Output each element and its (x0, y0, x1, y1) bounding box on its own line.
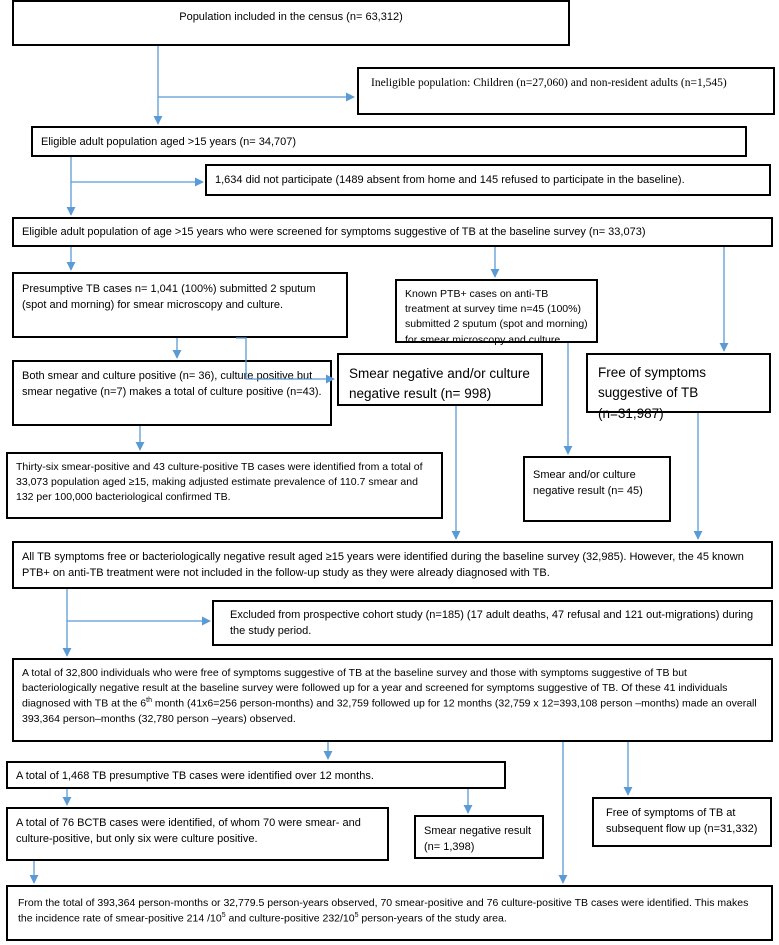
known-negative-box: Smear and/or culture negative result (n=… (523, 456, 671, 522)
ineligible-box: Ineligible population: Children (n=27,06… (357, 67, 775, 115)
free-symptoms-text: Free of symptoms suggestive of TB (n=31,… (598, 365, 707, 421)
bctb-text: A total of 76 BCTB cases were identified… (16, 817, 361, 845)
presumptive-12-box: A total of 1,468 TB presumptive TB cases… (6, 761, 506, 789)
excluded-text: Excluded from prospective cohort study (… (230, 609, 754, 637)
ineligible-text: Ineligible population: Children (n=27,06… (371, 77, 727, 89)
bctb-box: A total of 76 BCTB cases were identified… (6, 807, 389, 861)
incidence-text: From the total of 393,364 person-months … (18, 897, 749, 925)
nonparticipants-text: 1,634 did not participate (1489 absent f… (215, 174, 685, 186)
presumptive-text: Presumptive TB cases n= 1,041 (100%) sub… (22, 283, 316, 311)
followup-box: A total of 32,800 individuals who were f… (12, 658, 773, 742)
smear-neg-followup-text: Smear negative result (n= 1,398) (424, 825, 531, 853)
free-followup-box: Free of symptoms of TB at subsequent flo… (592, 797, 772, 847)
eligible-box: Eligible adult population aged >15 years… (31, 126, 747, 157)
census-box: Population included in the census (n= 63… (12, 0, 570, 46)
eligible-text: Eligible adult population aged >15 years… (41, 136, 297, 148)
screened-text: Eligible adult population of age >15 yea… (22, 226, 646, 238)
smear-neg-followup-box: Smear negative result (n= 1,398) (414, 815, 544, 859)
all-free-box: All TB symptoms free or bacteriologicall… (12, 541, 773, 589)
presumptive-box: Presumptive TB cases n= 1,041 (100%) sub… (12, 272, 348, 338)
prevalence-text: Thirty-six smear-positive and 43 culture… (16, 461, 423, 504)
known-ptb-text: Known PTB+ cases on anti-TB treatment at… (405, 288, 588, 346)
census-text: Population included in the census (n= 63… (179, 11, 403, 23)
free-followup-text: Free of symptoms of TB at subsequent flo… (606, 807, 758, 835)
incidence-box: From the total of 393,364 person-months … (6, 885, 773, 941)
free-symptoms-box: Free of symptoms suggestive of TB (n=31,… (586, 353, 771, 421)
known-ptb-box: Known PTB+ cases on anti-TB treatment at… (395, 279, 598, 346)
all-free-text: All TB symptoms free or bacteriologicall… (22, 551, 744, 579)
culture-positive-text: Both smear and culture positive (n= 36),… (22, 370, 322, 398)
known-negative-text: Smear and/or culture negative result (n=… (533, 469, 643, 497)
prevalence-box: Thirty-six smear-positive and 43 culture… (6, 452, 443, 519)
followup-text: A total of 32,800 individuals who were f… (22, 667, 757, 726)
smear-negative-text: Smear negative and/or culture negative r… (349, 366, 530, 402)
smear-negative-box: Smear negative and/or culture negative r… (337, 353, 543, 406)
culture-positive-box: Both smear and culture positive (n= 36),… (12, 360, 332, 426)
presumptive-12-text: A total of 1,468 TB presumptive TB cases… (16, 770, 374, 782)
excluded-box: Excluded from prospective cohort study (… (212, 600, 773, 646)
nonparticipants-box: 1,634 did not participate (1489 absent f… (205, 164, 771, 196)
screened-box: Eligible adult population of age >15 yea… (12, 217, 773, 247)
